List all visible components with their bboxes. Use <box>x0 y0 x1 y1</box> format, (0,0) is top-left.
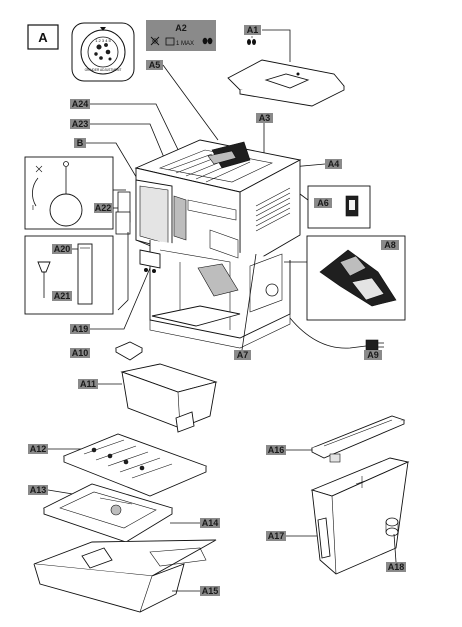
label-a12: A12 <box>30 444 47 454</box>
grinder-dial-caption: GRINDER ADJUSTMENT <box>85 68 122 72</box>
label-a19: A19 <box>72 324 89 334</box>
label-a16: A16 <box>268 445 285 455</box>
beans-icon <box>202 37 213 45</box>
label-a10: A10 <box>72 348 89 358</box>
max-indicator: 1 MAX <box>176 41 194 47</box>
grinder-dial-icon: 1 2 3 4 5 GRINDER ADJUSTMENT <box>71 22 135 82</box>
coffee-grounds-lid-icon <box>114 341 143 361</box>
drip-tray-drawer-icon <box>33 539 217 613</box>
label-a18: A18 <box>388 562 405 572</box>
label-b: B <box>77 138 84 148</box>
grounds-container-icon <box>165 37 175 46</box>
brew-unit-icon <box>319 249 397 307</box>
label-a9: A9 <box>367 350 379 360</box>
section-letter: A <box>38 30 48 45</box>
water-tank-lid-icon <box>310 415 406 463</box>
label-a17: A17 <box>268 531 285 541</box>
label-a14: A14 <box>202 518 219 528</box>
label-a11: A11 <box>80 379 96 389</box>
label-a6: A6 <box>317 198 329 208</box>
label-a7: A7 <box>237 350 249 360</box>
a2-control-panel: A2 1 MAX <box>146 20 216 51</box>
section-box: A <box>27 24 59 50</box>
label-a4: A4 <box>328 159 340 169</box>
label-a5: A5 <box>149 60 161 70</box>
label-a2: A2 <box>175 23 187 33</box>
no-coffee-icon <box>150 36 160 46</box>
label-a24: A24 <box>72 99 89 109</box>
bean-hopper-lid-icon <box>227 29 345 107</box>
label-a23: A23 <box>72 119 89 129</box>
label-a13: A13 <box>30 485 47 495</box>
coffee-machine-body <box>134 139 302 349</box>
label-a3: A3 <box>259 113 271 123</box>
grinder-dial-numbers: 1 2 3 4 5 <box>95 38 111 43</box>
label-a20: A20 <box>54 244 71 254</box>
water-filter-icon <box>77 243 93 305</box>
power-plug-icon <box>365 339 384 351</box>
cup-tray-grid-icon <box>62 433 208 497</box>
steam-wand-diagram-icon: I <box>32 161 83 227</box>
label-a21: A21 <box>54 291 71 301</box>
label-a15: A15 <box>202 586 219 596</box>
coffee-grounds-container-icon <box>120 363 218 433</box>
label-a22: A22 <box>95 203 112 213</box>
label-a1: A1 <box>247 25 259 35</box>
power-switch-icon <box>345 195 359 217</box>
water-tank-icon <box>310 457 410 575</box>
svg-text:I: I <box>32 205 34 212</box>
steam-wand-icon <box>115 191 131 311</box>
measuring-scoop-icon <box>37 261 51 298</box>
label-a8: A8 <box>384 240 396 250</box>
